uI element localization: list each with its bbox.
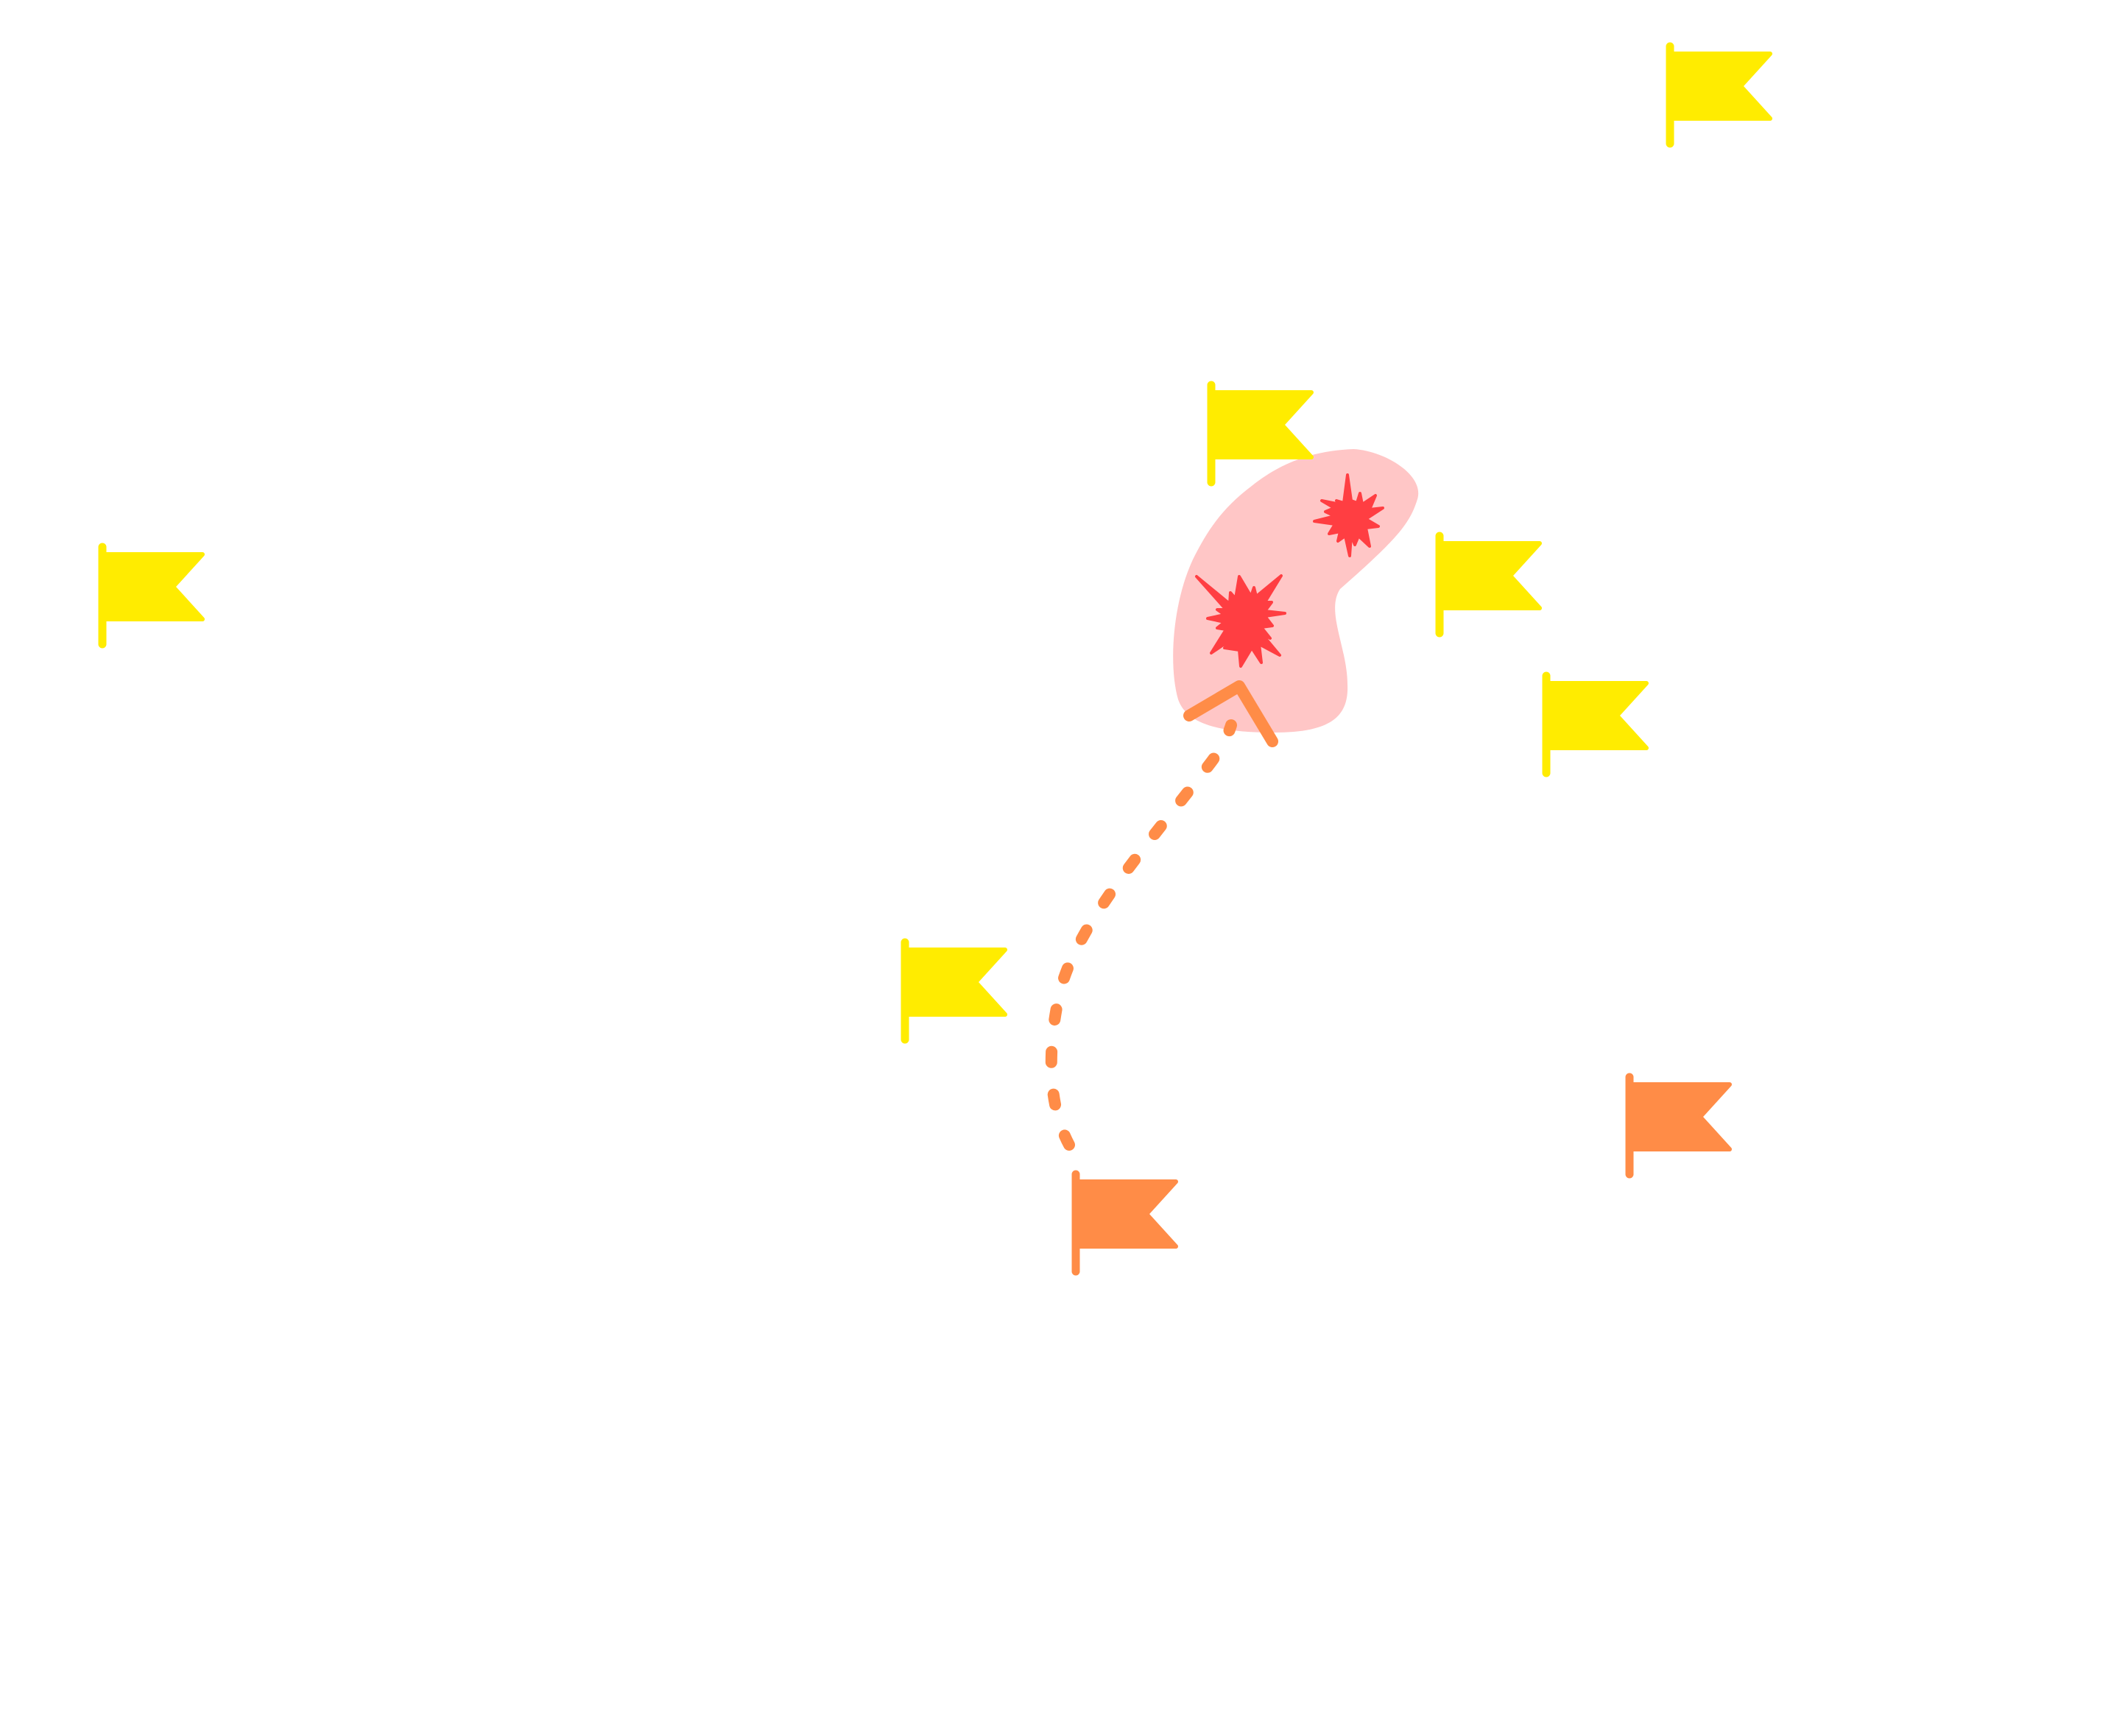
flag-cloth [1627,1082,1732,1151]
flag-cloth [1437,541,1542,610]
flag-cloth [903,948,1007,1017]
route-line [1045,719,1237,1151]
flag-cloth [1668,52,1772,121]
flag-icon [1435,532,1542,638]
flag-cloth [100,552,205,621]
flags-layer [98,42,1772,1276]
flag-icon [98,543,205,649]
flag-cloth [1544,681,1649,750]
flag-icon [1071,1170,1178,1276]
flag-icon [1625,1073,1732,1179]
arrow-icon [1183,680,1278,747]
flag-cloth [1209,390,1314,459]
flag-icon [1542,671,1649,777]
flag-icon [901,938,1007,1044]
flag-icon [1207,381,1314,487]
explosion-icon [1195,574,1286,668]
explosion-icon [1313,473,1384,557]
flag-icon [1666,42,1772,148]
flag-cloth [1074,1179,1178,1249]
